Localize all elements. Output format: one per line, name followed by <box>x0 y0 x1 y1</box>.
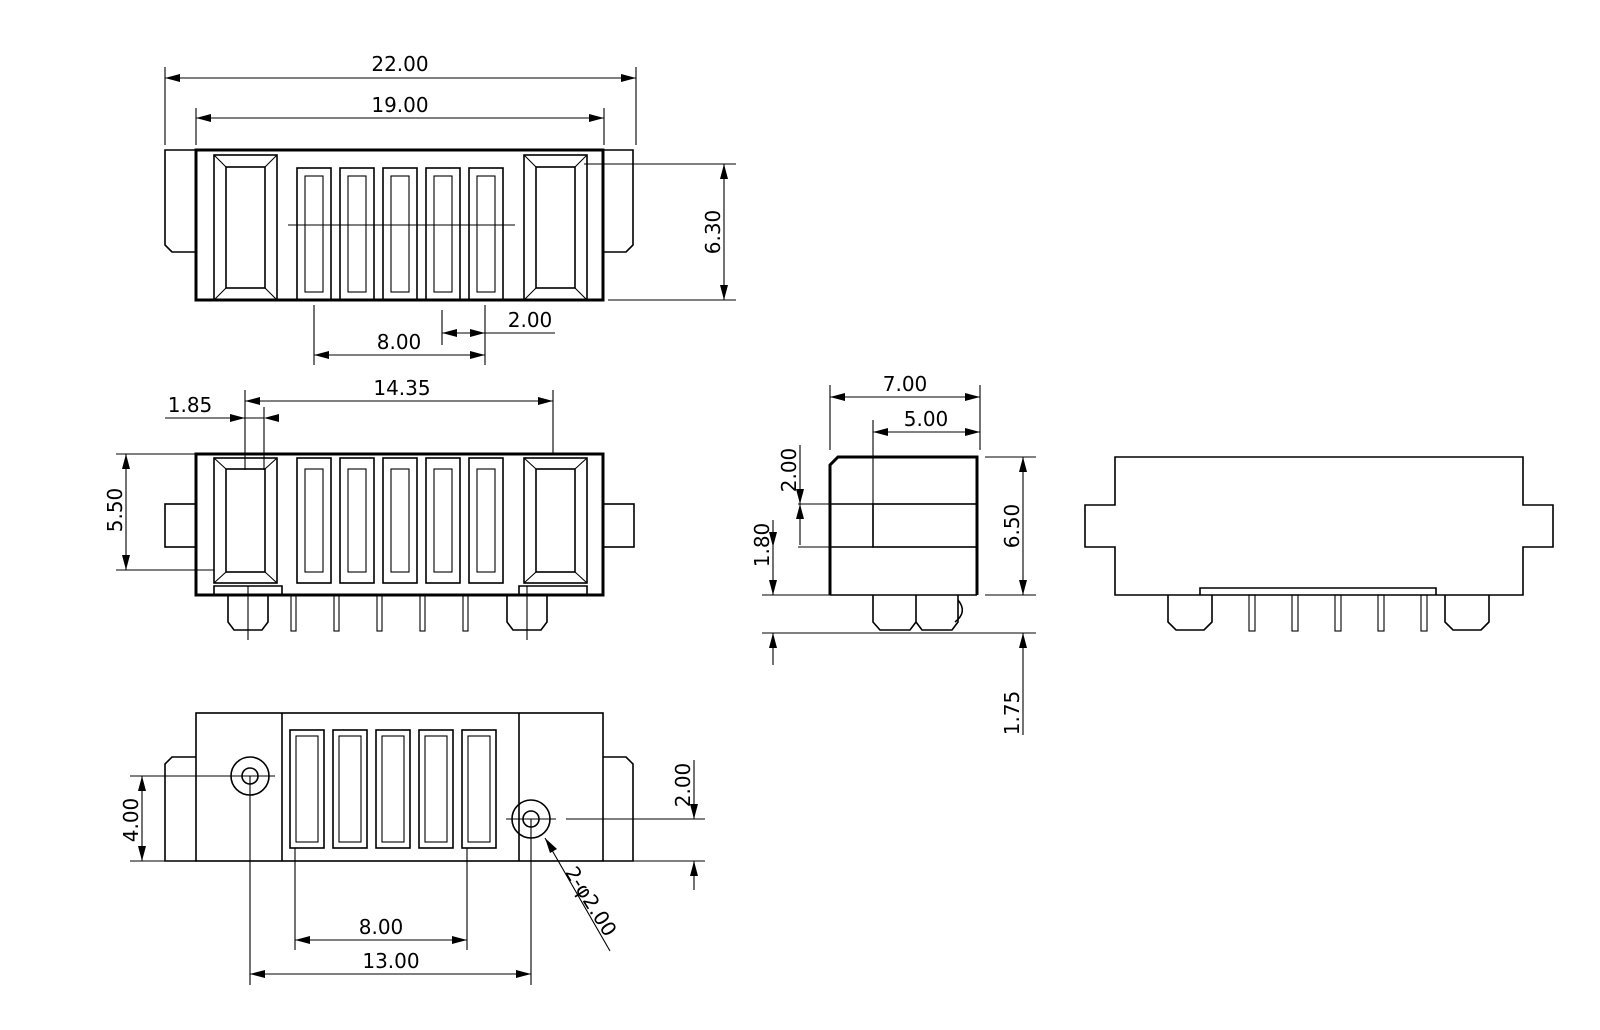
dim-2-00-side: 2.00 <box>777 448 801 493</box>
dim-2-00-top: 2.00 <box>508 308 553 332</box>
side-view: 7.00 5.00 6.50 2.00 1.80 1.75 <box>750 372 1036 735</box>
dim-1-80: 1.80 <box>750 523 774 568</box>
dim-5-00: 5.00 <box>904 407 949 431</box>
dim-1-75: 1.75 <box>1000 691 1024 736</box>
dim-14-35: 14.35 <box>373 376 430 400</box>
bottom-contacts <box>289 729 497 849</box>
dim-6-30: 6.30 <box>701 210 725 255</box>
top-view: 22.00 19.00 6.30 8.00 2.00 <box>164 52 736 365</box>
rear-view <box>1084 456 1554 632</box>
dim-6-50: 6.50 <box>1000 504 1024 549</box>
dim-7-00: 7.00 <box>883 372 928 396</box>
top-contact-slots <box>296 167 504 301</box>
dim-8-00-top: 8.00 <box>377 330 422 354</box>
rear-pins <box>1248 594 1428 632</box>
dim-8-00-bottom: 8.00 <box>359 915 404 939</box>
dim-2-00-bottom: 2.00 <box>671 763 695 808</box>
dim-22-00: 22.00 <box>371 52 428 76</box>
bottom-view: 4.00 2.00 8.00 13.00 2-φ2.00 <box>119 712 705 985</box>
front-contact-slots <box>296 457 504 584</box>
dim-5-50: 5.50 <box>103 488 127 533</box>
dim-19-00: 19.00 <box>371 93 428 117</box>
dim-13-00: 13.00 <box>362 949 419 973</box>
front-view: 14.35 1.85 5.50 <box>103 376 635 640</box>
hole-note: 2-φ2.00 <box>560 862 622 941</box>
dim-4-00: 4.00 <box>119 798 143 843</box>
front-pins <box>290 594 469 632</box>
dim-1-85: 1.85 <box>168 393 213 417</box>
